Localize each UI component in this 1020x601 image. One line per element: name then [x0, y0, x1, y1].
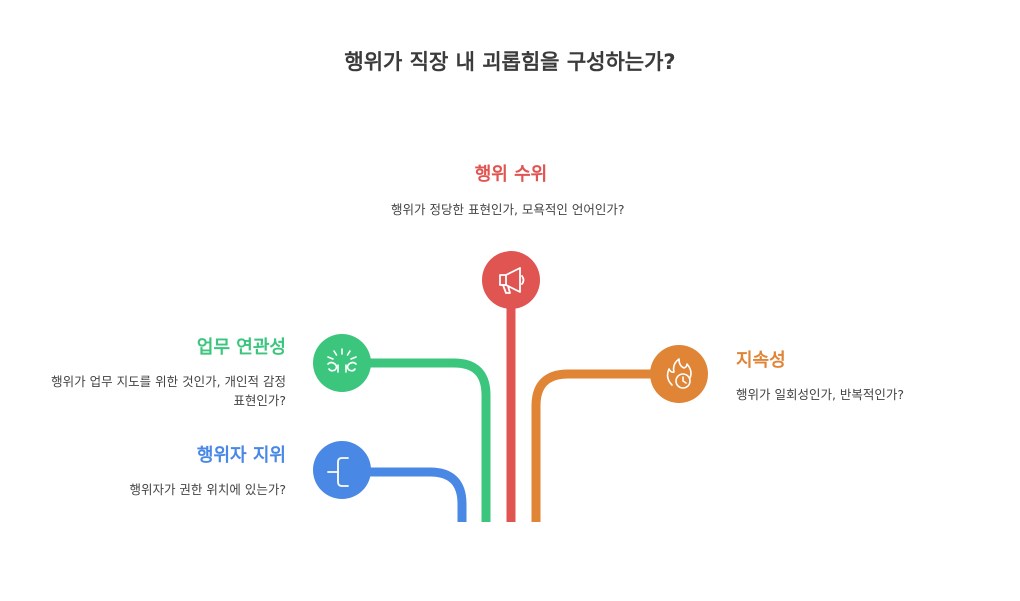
node-label: 업무 연관성	[196, 337, 286, 358]
node-act-method: 행위 수위 행위가 정당한 표현인가, 모욕적인 언어인가?	[391, 160, 641, 219]
node-description: 행위가 업무 지도를 위한 것인가, 개인적 감정 표현인가?	[51, 374, 286, 408]
node-label: 행위자 지위	[196, 445, 286, 466]
node-persistence: 지속성 행위가 일회성인가, 반복적인가?	[736, 346, 986, 404]
node-description: 행위자가 권한 위치에 있는가?	[129, 482, 286, 497]
page-title: 행위가 직장 내 괴롭힘을 구성하는가?	[344, 50, 676, 74]
node-description: 행위가 일회성인가, 반복적인가?	[736, 387, 905, 402]
connector-work-relevance	[342, 358, 491, 522]
radiating-face-icon	[313, 334, 371, 392]
node-actor-position: 행위자 지위 행위자가 권한 위치에 있는가?	[40, 441, 286, 499]
node-label: 지속성	[736, 350, 786, 371]
node-work-relevance: 업무 연관성 행위가 업무 지도를 위한 것인가, 개인적 감정 표현인가?	[40, 333, 286, 410]
connector-actor-position	[342, 467, 467, 522]
megaphone-icon	[482, 251, 540, 309]
flame-clock-icon	[650, 345, 708, 403]
hierarchy-bracket-icon	[313, 441, 371, 499]
connector-persistence	[531, 369, 679, 522]
node-label: 행위 수위	[474, 164, 548, 185]
node-description: 행위가 정당한 표현인가, 모욕적인 언어인가?	[391, 202, 625, 217]
